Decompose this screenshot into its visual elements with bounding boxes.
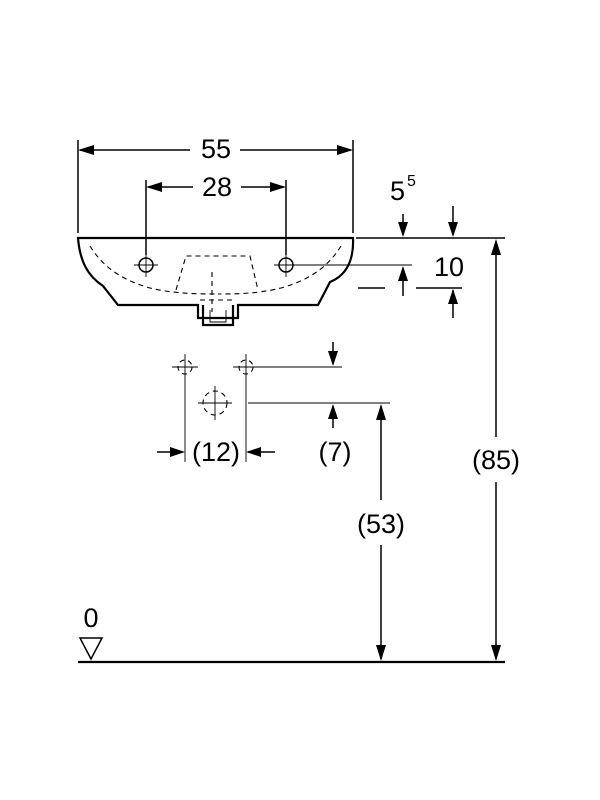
supply-connection-left: [172, 354, 198, 380]
dimension-tap-hole-spacing: 28: [145, 172, 287, 255]
dimension-supply-offset: (7): [248, 342, 390, 467]
dimension-basin-width: 55: [77, 134, 354, 233]
tap-hole-spacing-label: 28: [202, 172, 232, 202]
rim-height-label: (85): [472, 445, 520, 475]
dimension-supply-spacing: (12): [157, 380, 275, 467]
dimension-rim-height: (85): [472, 239, 520, 661]
washbasin-outline: [76, 236, 355, 327]
waste-height-label: (53): [357, 509, 405, 539]
dimension-waste-height: (53): [357, 404, 405, 661]
rim-offset-superscript: 5: [407, 173, 416, 190]
tap-hole-right: [274, 253, 298, 277]
dimension-basin-depth: 10: [298, 252, 464, 318]
waste-connection: [198, 386, 232, 420]
basin-bowl-hidden-lines: [89, 245, 342, 312]
basin-depth-label: 10: [434, 252, 464, 282]
floor-level-label: 0: [83, 603, 98, 633]
dimension-rim-offset: 5 5: [356, 173, 505, 239]
floor-reference: 0: [78, 603, 505, 664]
tap-hole-left: [134, 253, 158, 277]
supply-offset-label: (7): [319, 437, 352, 467]
rim-offset-label: 5: [390, 176, 405, 206]
basin-width-label: 55: [201, 134, 231, 164]
supply-connection-right: [233, 354, 259, 380]
floor-level-marker-icon: [78, 637, 104, 661]
supply-spacing-label: (12): [192, 437, 240, 467]
